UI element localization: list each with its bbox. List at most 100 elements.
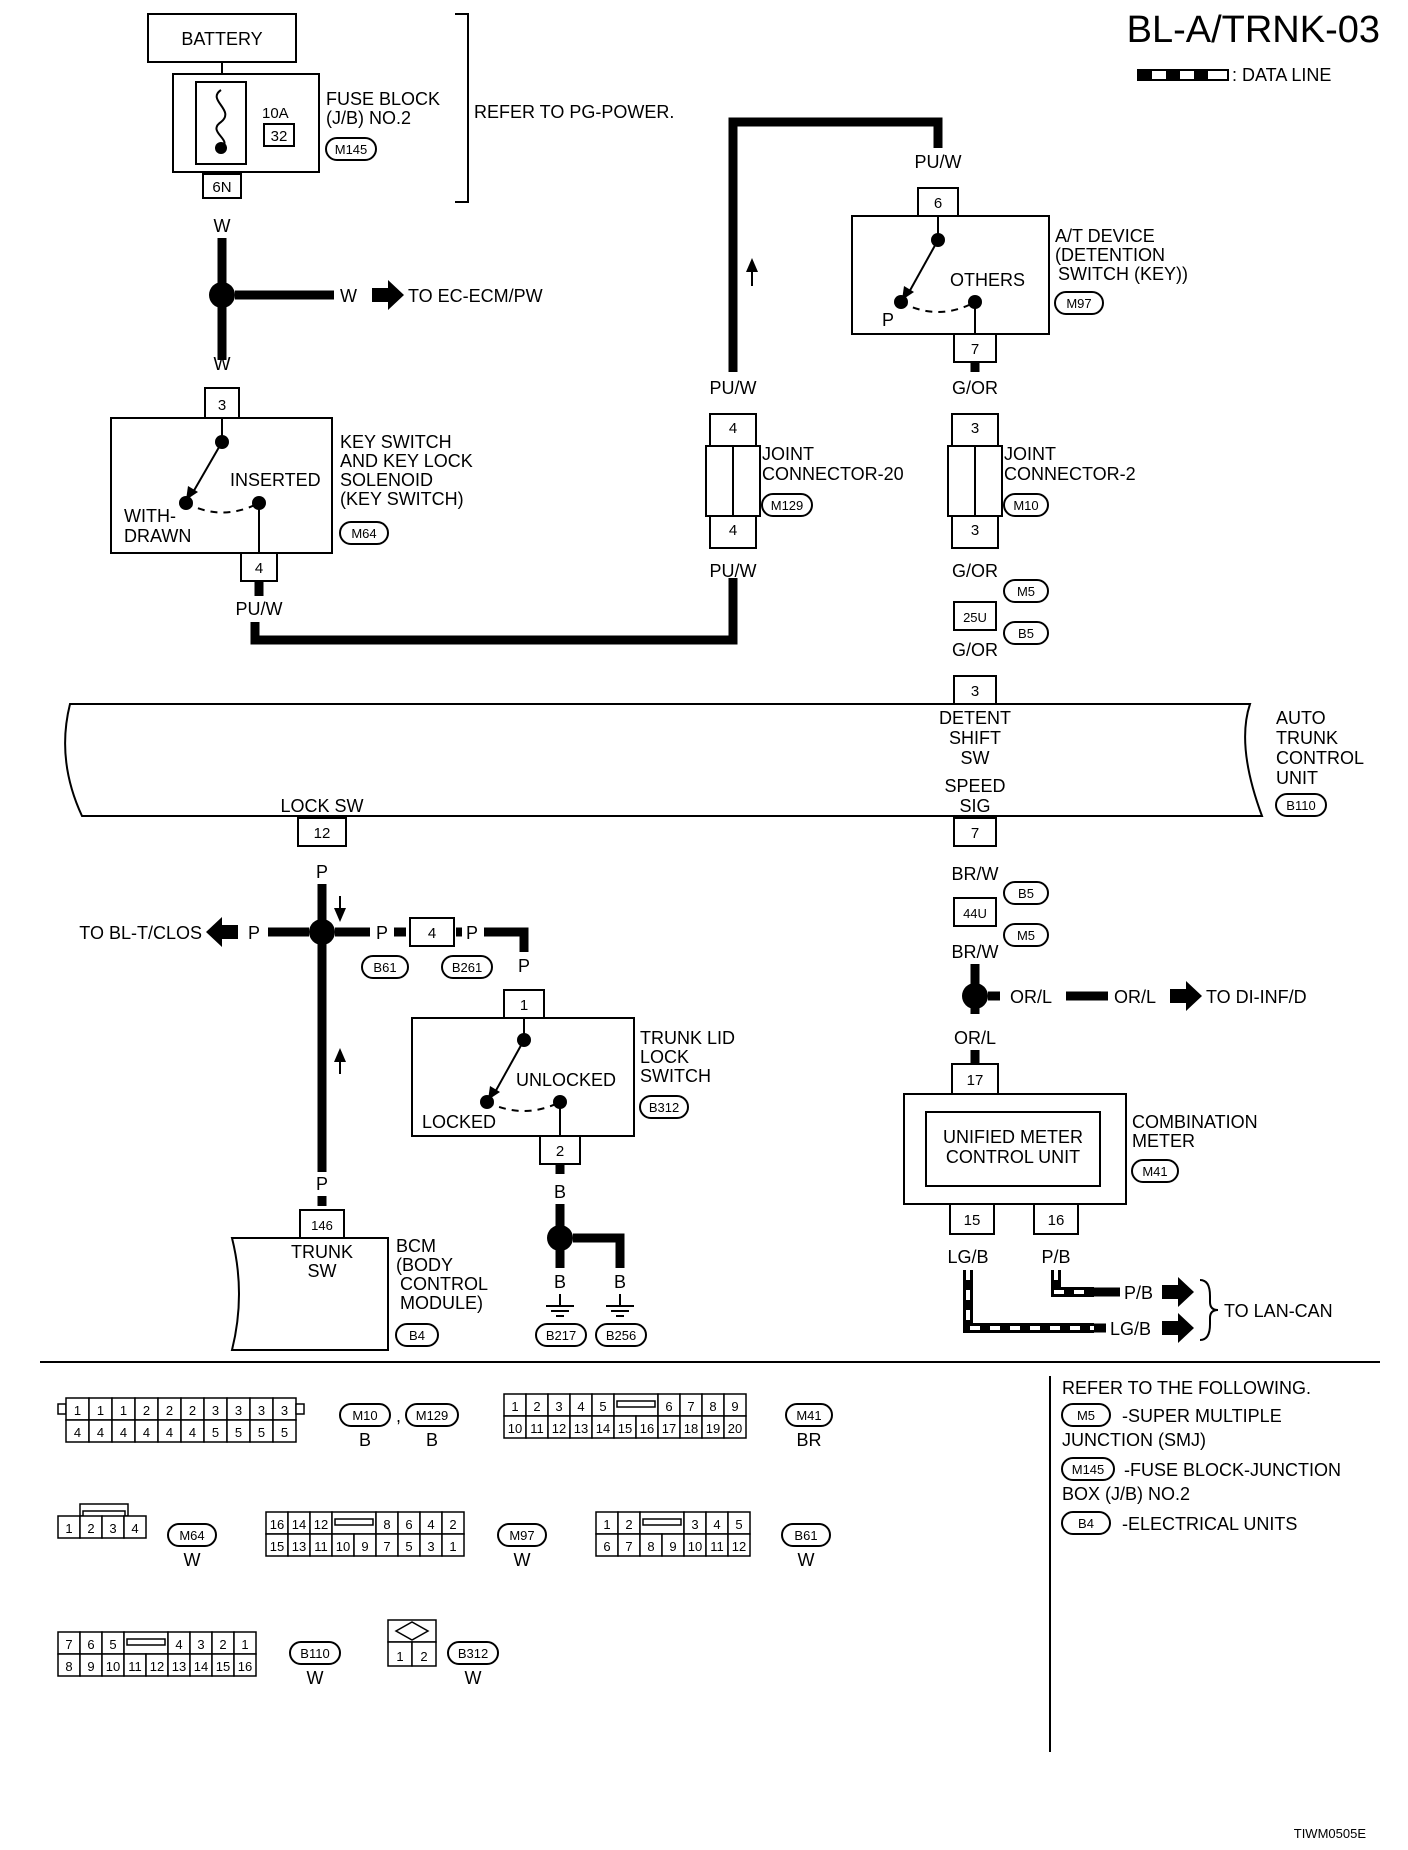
connector-pin-number: 8: [383, 1517, 390, 1532]
wire-label-pb: P/B: [1041, 1247, 1070, 1267]
refer-heading: REFER TO THE FOLLOWING.: [1062, 1378, 1311, 1398]
arrow-right-icon: [1162, 1277, 1194, 1307]
connector-pin-number: 1: [65, 1521, 72, 1536]
connector-pin-number: 5: [735, 1517, 742, 1532]
bcm-name-2: (BODY: [396, 1255, 453, 1275]
key-switch-name-4: (KEY SWITCH): [340, 489, 464, 509]
connector-pin-number: 2: [219, 1637, 226, 1652]
connector-pin-number: 3: [427, 1539, 434, 1554]
wire-label-puw-atd: PU/W: [915, 152, 962, 172]
at-others-label: OTHERS: [950, 270, 1025, 290]
connector-pin-cell: [723, 1415, 747, 1439]
wire-label-pb-2: P/B: [1124, 1283, 1153, 1303]
connector-pin-number: 6: [87, 1637, 94, 1652]
wire-label-p-right-1: P: [376, 923, 388, 943]
meter-pin-15: 15: [964, 1212, 981, 1229]
tcu-name-4: UNIT: [1276, 768, 1318, 788]
connector-pin-number: 2: [449, 1517, 456, 1532]
connector-pin-number: 12: [552, 1421, 566, 1436]
connector-pin-number: 1: [511, 1399, 518, 1414]
conn-color-m64: W: [184, 1550, 201, 1570]
wire-label-p-trunk: P: [518, 956, 530, 976]
connector-pin-number: 11: [314, 1539, 328, 1554]
key-switch-pin-3: 3: [218, 397, 226, 414]
connector-pin-cell: [411, 1641, 437, 1667]
wire-label-brw-1: BR/W: [952, 864, 999, 884]
connector-latch: [334, 1518, 374, 1526]
conn-25u-m5: M5: [1017, 584, 1035, 599]
refer-text-m145-2: BOX (J/B) NO.2: [1062, 1484, 1190, 1504]
tcu-speed-1: SPEED: [944, 776, 1005, 796]
ground-b217: B217: [546, 1328, 576, 1343]
connector-pin-number: 5: [281, 1425, 288, 1440]
conn-code-m64: M64: [179, 1528, 204, 1543]
trunk-locked-label: LOCKED: [422, 1112, 496, 1132]
at-device-connector: M97: [1066, 296, 1091, 311]
refer-code-m5: M5: [1077, 1408, 1095, 1423]
connector-pin-number: 2: [533, 1399, 540, 1414]
connector-pin-number: 3: [197, 1637, 204, 1652]
connector-pin-number: 10: [336, 1539, 350, 1554]
ground-b256: B256: [606, 1328, 636, 1343]
lan-bracket: [1199, 1279, 1219, 1341]
bcm-connector: B4: [409, 1328, 425, 1343]
connector-pin-number: 3: [281, 1403, 288, 1418]
at-device-pin-7: 7: [971, 341, 979, 358]
key-withdrawn-label-2: DRAWN: [124, 526, 191, 546]
connector-pin-number: 6: [603, 1539, 610, 1554]
battery-label: BATTERY: [181, 29, 262, 49]
connector-pin-number: 11: [128, 1659, 142, 1674]
signal-arrow-up-icon: [746, 258, 758, 272]
tcu-detent-3: SW: [961, 748, 990, 768]
connector-pin-number: 16: [238, 1659, 252, 1674]
conn-code-b61: B61: [794, 1528, 817, 1543]
connector-pin-number: 13: [574, 1421, 588, 1436]
connector-pin-number: 14: [194, 1659, 208, 1674]
to-ec-ecm-label: TO EC-ECM/PW: [408, 286, 543, 306]
conn-code-m41: M41: [796, 1408, 821, 1423]
at-device-box: [851, 215, 1050, 335]
conn-4-b61: B61: [373, 960, 396, 975]
connector-pin-number: 19: [706, 1421, 720, 1436]
connector-pin-number: 9: [361, 1539, 368, 1554]
conn-code-b110: B110: [300, 1646, 329, 1661]
fuse-refer: REFER TO PG-POWER.: [474, 102, 674, 122]
connector-pin-number: 7: [687, 1399, 694, 1414]
conn-4-b261: B261: [452, 960, 482, 975]
wire-label-p-lock: P: [316, 862, 328, 882]
connector-pin-number: 16: [270, 1517, 284, 1532]
connector-pin-number: 5: [109, 1637, 116, 1652]
bcm-name-3: CONTROL: [400, 1274, 488, 1294]
joint2-pin-bottom: 3: [971, 522, 979, 539]
splice-w: [209, 282, 235, 308]
data-line-legend: : DATA LINE: [1137, 65, 1331, 85]
wire-label-puw: PU/W: [236, 599, 283, 619]
tcu-name-3: CONTROL: [1276, 748, 1364, 768]
tcu-pin-3: 3: [971, 683, 979, 700]
connector-pin-number: 4: [97, 1425, 104, 1440]
conn-code-m10: M10: [352, 1408, 377, 1423]
wire-label-orl-1: OR/L: [1010, 987, 1052, 1007]
connector-pin-number: 15: [270, 1539, 284, 1554]
connector-pin-number: 1: [449, 1539, 456, 1554]
conn-code-m97: M97: [509, 1528, 534, 1543]
arrow-right-icon: [1170, 981, 1202, 1011]
connector-pin-number: 1: [97, 1403, 104, 1418]
wire-label-b-g2: B: [614, 1272, 626, 1292]
tcu-lock-sw: LOCK SW: [280, 796, 363, 816]
connector-pin-cell: [387, 1641, 413, 1667]
connector-pin-number: 11: [530, 1421, 544, 1436]
connector-pin-cell: [233, 1653, 257, 1677]
connector-pin-number: 4: [713, 1517, 720, 1532]
tcu-speed-2: SIG: [959, 796, 990, 816]
ground-icon: [606, 1294, 634, 1317]
wire-label-gor-j2: G/OR: [952, 561, 998, 581]
connector-pin-number: 12: [150, 1659, 164, 1674]
refer-code-b4: B4: [1078, 1516, 1094, 1531]
connector-latch: [642, 1518, 682, 1526]
connector-pin-number: 3: [235, 1403, 242, 1418]
connector-pin-number: 4: [175, 1637, 182, 1652]
conn-color-m10: B: [359, 1430, 371, 1450]
